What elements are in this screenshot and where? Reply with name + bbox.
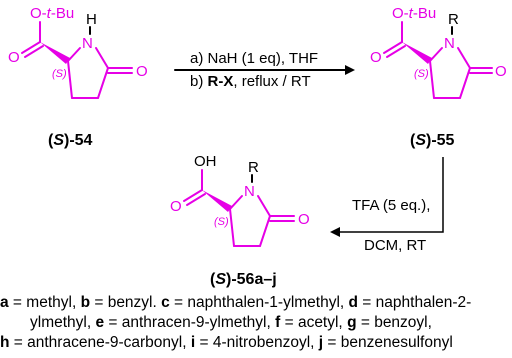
ring-bond [459, 67, 471, 99]
legend-text: = anthracene-9-carbonyl, [9, 334, 191, 351]
step1-condition-a: a) NaH (1 eq), THF [190, 50, 318, 67]
stereo-wedge [202, 190, 232, 212]
lactam-o-label: O [298, 211, 310, 228]
ester-label-54: O-t-Bu [30, 5, 74, 22]
legend-text: = benzoyl, [356, 314, 432, 331]
legend-text: = benzenesulfonyl [323, 334, 453, 351]
legend-key: g [347, 314, 357, 331]
reaction-arrow-2: TFA (5 eq.), DCM, RT [330, 157, 444, 254]
bond-c-o-double [24, 45, 44, 58]
legend-text: = methyl, [8, 294, 81, 311]
acid-oh-label: OH [194, 153, 217, 170]
ring-bond [95, 47, 109, 69]
legend-text: = acetyl, [280, 314, 348, 331]
carbonyl-o-label: O [370, 49, 382, 66]
legend-text: = naphthalen-2- [358, 294, 472, 311]
ring-bond [259, 215, 271, 247]
n-atom-54: N [82, 35, 93, 52]
carbonyl-o-label: O [8, 49, 20, 66]
legend-text: = 4-nitrobenzoyl, [195, 334, 319, 351]
legend-text: = benzyl. [90, 294, 162, 311]
lactam-o-label: O [495, 63, 507, 80]
n-atom-55: N [444, 35, 455, 52]
legend-text: ylmethyl, [30, 314, 96, 331]
legend-key: i [190, 334, 196, 351]
ring-bond [429, 60, 435, 99]
compound-label-56: (S)-56a–j [210, 271, 277, 288]
ring-bond [97, 67, 109, 99]
legend-text: = anthracen-9-ylmethyl, [104, 314, 276, 331]
bond-c-o [183, 189, 203, 202]
step2-condition-1: TFA (5 eq.), [352, 197, 430, 214]
legend-key: a [0, 294, 9, 311]
n-substituent-54: H [86, 11, 97, 28]
n-substituent-56: R [248, 159, 259, 176]
legend-key: e [95, 314, 105, 331]
legend-key: d [348, 294, 358, 311]
legend-line-2: ylmethyl, e = anthracen-9-ylmethyl, f = … [30, 314, 432, 332]
ring-bond [67, 47, 81, 62]
ring-bond [229, 208, 235, 247]
compound-label-55: (S)-55 [410, 132, 455, 149]
bond-c-o [21, 41, 41, 54]
step2-condition-2: DCM, RT [364, 237, 426, 254]
stereo-wedge [402, 42, 432, 64]
ester-label-55: O-t-Bu [392, 5, 436, 22]
legend-key: c [161, 294, 170, 311]
arrow-shaft [340, 157, 444, 233]
legend-text: = naphthalen-1-ylmethyl, [169, 294, 349, 311]
compound-label-54: (S)-54 [48, 132, 93, 149]
stereo-label: (S) [214, 216, 229, 228]
arrow-head [330, 227, 340, 237]
ring-bond [457, 47, 471, 69]
stereo-label: (S) [52, 68, 67, 80]
legend-key: f [275, 314, 281, 331]
legend-line-1: a = methyl, b = benzyl. c = naphthalen-1… [0, 294, 471, 312]
bond-c-o [383, 41, 403, 54]
n-atom-56: N [244, 183, 255, 200]
ring-bond [429, 47, 443, 62]
carbonyl-o-label: O [170, 198, 182, 215]
step1-condition-b: b) R-X, reflux / RT [190, 73, 311, 90]
compound-56: OH O (S) N R O (S)-56a–j [170, 153, 310, 288]
bond-c-o-double [186, 193, 206, 206]
stereo-label: (S) [414, 68, 429, 80]
legend-key: b [80, 294, 91, 311]
bond-c-o-double [386, 45, 406, 58]
lactam-o-label: O [136, 63, 148, 80]
ring-bond [67, 60, 73, 99]
legend-line-3: h = anthracene-9-carbonyl, i = 4-nitrobe… [0, 334, 453, 352]
n-substituent-55: R [448, 11, 459, 28]
ring-bond [229, 195, 243, 210]
legend-key: h [0, 334, 10, 351]
arrow-head [345, 65, 355, 75]
compound-55: O-t-Bu O (S) N R O (S)-55 [370, 5, 507, 149]
legend-key: j [318, 334, 324, 351]
reaction-arrow-1: a) NaH (1 eq), THF b) R-X, reflux / RT [174, 50, 355, 90]
compound-54: O-t-Bu O (S) N H O (S)-54 [8, 5, 148, 149]
stereo-wedge [40, 42, 70, 64]
ring-bond [257, 195, 271, 217]
